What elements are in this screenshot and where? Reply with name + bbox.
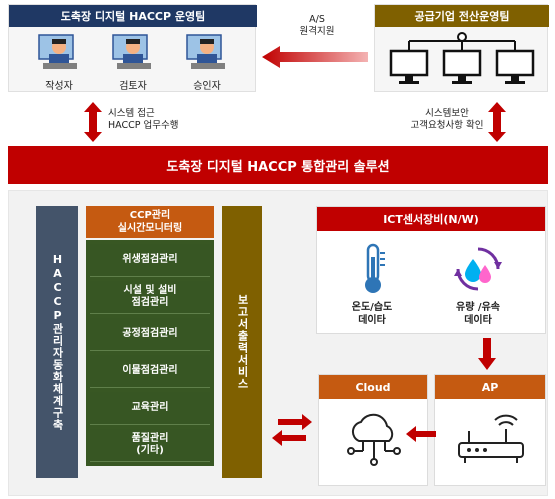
right-double-arrow-icon [488, 102, 506, 142]
left-double-arrow-icon [84, 102, 102, 142]
ccp-monitoring-header: CCP관리 실시간모니터링 [86, 206, 214, 238]
stack-item-education: 교육관리 [90, 392, 210, 425]
report-output-text: 보고서출력서비스 [236, 294, 249, 390]
exchange-arrows-icon [272, 414, 312, 446]
ccp-line1: CCP관리 [129, 210, 171, 221]
remote-support-text: A/S 원격지원 [272, 14, 362, 38]
reviewer-label: 검토자 [119, 81, 147, 92]
writer-person-icon [38, 34, 77, 69]
cloud-panel: Cloud [318, 374, 428, 486]
writer-label: 작성자 [45, 81, 73, 92]
security-note: 시스템보안 고객요청사항 확인 [392, 108, 502, 132]
haccp-automation-bar: HACCP관리자동화체계구축 [36, 206, 78, 478]
stack-item-foreign-matter: 이물점검관리 [90, 355, 210, 388]
left-note-line1: 시스템 접근 [108, 108, 155, 119]
right-note-line2: 고객요청사항 확인 [410, 120, 484, 131]
ap-panel: AP [434, 374, 546, 486]
remote-line2: 원격지원 [299, 26, 335, 37]
stack-item-hygiene: 위생점검관리 [90, 244, 210, 277]
flow-drops-icon [454, 247, 502, 291]
remote-line1: A/S [309, 14, 325, 25]
left-note-line2: HACCP 업무수행 [108, 120, 179, 131]
operations-team-title: 도축장 디지털 HACCP 운영팀 [9, 5, 257, 27]
operations-team-panel: 도축장 디지털 HACCP 운영팀 작성자 검토자 승인자 [8, 4, 257, 92]
system-access-note: 시스템 접근 HACCP 업무수행 [108, 108, 218, 132]
reviewer-person-icon [112, 34, 151, 69]
ap-to-cloud-arrow-icon [406, 426, 436, 442]
report-output-bar: 보고서출력서비스 [222, 206, 262, 478]
cloud-title: Cloud [319, 375, 427, 399]
down-arrow-icon [478, 338, 496, 370]
router-icon [458, 414, 524, 463]
ccp-line2: 실시간모니터링 [117, 223, 183, 234]
ict-sensor-title: ICT센서장비(N/W) [317, 207, 545, 231]
stack-item-quality: 품질관리(기타) [90, 429, 210, 462]
approver-label: 승인자 [193, 81, 221, 92]
supplier-it-title: 공급기업 전산운영팀 [375, 5, 549, 27]
approver-person-icon [186, 34, 225, 69]
right-note-line1: 시스템보안 [425, 108, 469, 119]
stack-item-process: 공정점검관리 [90, 318, 210, 351]
thermometer-icon [365, 243, 385, 293]
ap-title: AP [435, 375, 545, 399]
supplier-it-panel: 공급기업 전산운영팀 [374, 4, 549, 92]
network-computers-icon [389, 32, 535, 84]
solution-banner: 도축장 디지털 HACCP 통합관리 솔루션 [8, 146, 548, 184]
remote-arrow-icon [262, 46, 368, 68]
cloud-icon [347, 413, 401, 466]
haccp-automation-text: HACCP관리자동화체계구축 [51, 253, 64, 431]
